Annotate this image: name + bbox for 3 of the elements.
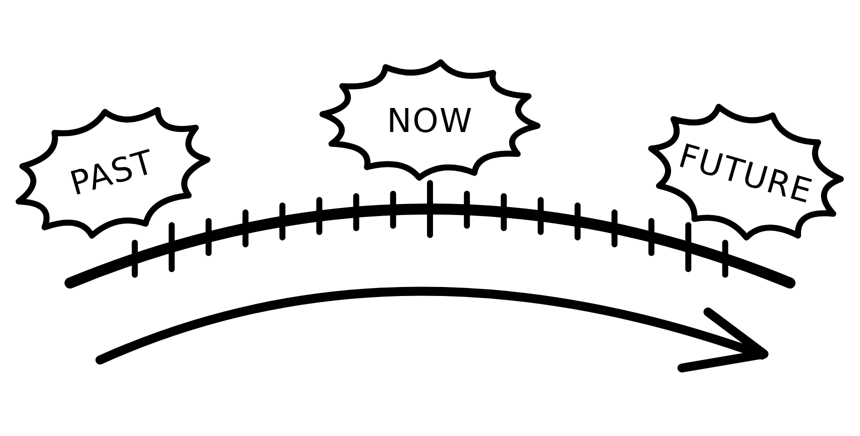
burst-text: NOW (386, 100, 474, 140)
burst-label (322, 62, 538, 178)
burst-text: PAST (66, 141, 158, 203)
